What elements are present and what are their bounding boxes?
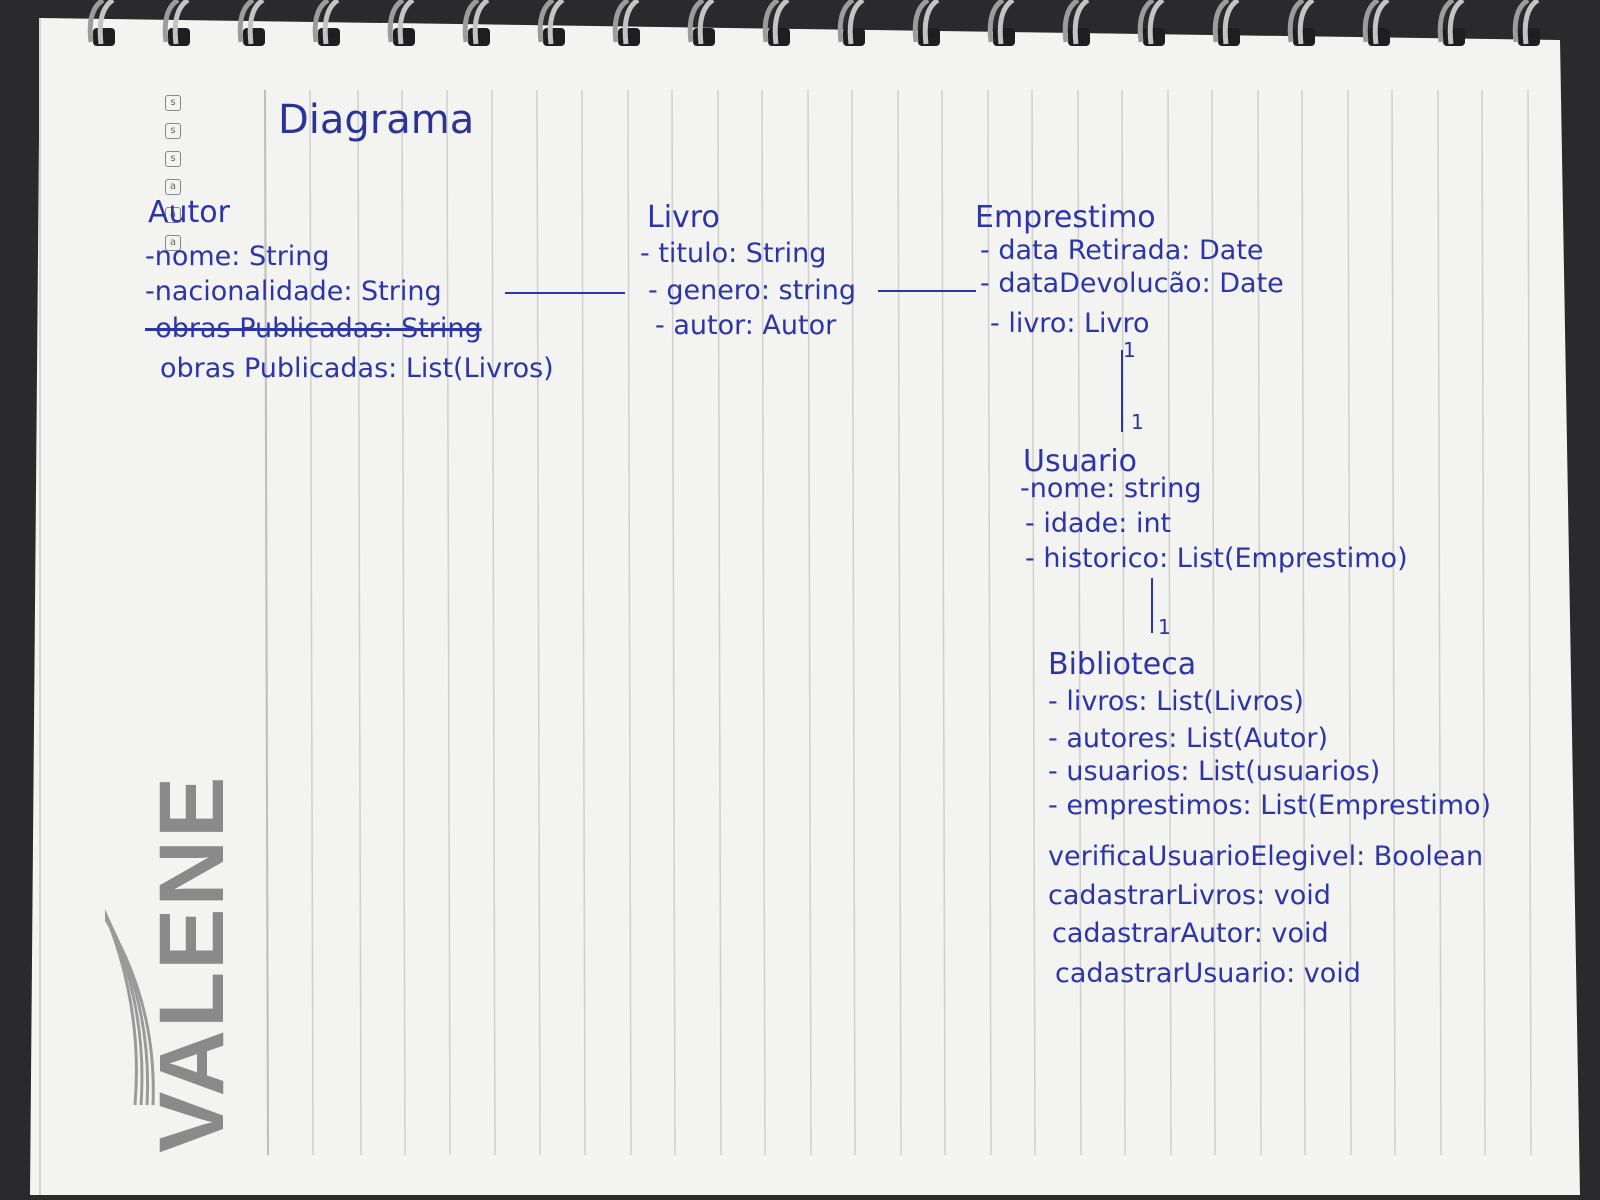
multiplicity-emprestimo: 1 xyxy=(1123,338,1136,362)
class-name-autor: Autor xyxy=(148,195,230,230)
rule-line xyxy=(807,89,812,1156)
biblioteca-method-verifica-usuario: verificaUsuarioElegivel: Boolean xyxy=(1048,841,1484,872)
multiplicity-biblioteca: 1 xyxy=(1158,615,1171,639)
class-name-livro: Livro xyxy=(647,200,720,235)
rule-line xyxy=(1167,89,1172,1156)
livro-attr-genero: - genero: string xyxy=(648,275,857,306)
spiral-ring xyxy=(1437,0,1465,46)
rule-line xyxy=(1121,89,1126,1156)
biblioteca-attr-livros: - livros: List(Livros) xyxy=(1048,686,1304,717)
rule-line xyxy=(717,89,722,1156)
rule-line xyxy=(671,89,676,1156)
spiral-ring xyxy=(1287,0,1315,46)
margin-mark: a xyxy=(165,207,181,223)
class-name-emprestimo: Emprestimo xyxy=(975,200,1156,235)
rule-line xyxy=(1347,89,1352,1156)
rule-line xyxy=(1391,89,1396,1156)
rule-line xyxy=(941,89,946,1156)
association-emprestimo-usuario xyxy=(1121,350,1123,432)
usuario-attr-historico: - historico: List(Emprestimo) xyxy=(1025,543,1408,574)
spiral-ring xyxy=(462,0,490,46)
rule-line xyxy=(1481,89,1486,1156)
autor-attr-obras-struck: -obras Publicadas: String xyxy=(145,313,482,344)
vertical-rule-lines xyxy=(264,89,1532,1156)
class-name-usuario: Usuario xyxy=(1023,444,1138,479)
spiral-ring xyxy=(687,0,715,46)
rule-line xyxy=(401,89,406,1156)
autor-attr-obras-corrected: obras Publicadas: List(Livros) xyxy=(160,353,554,384)
spiral-ring xyxy=(312,0,340,46)
rule-line xyxy=(627,89,632,1156)
rule-line xyxy=(446,89,451,1156)
livro-attr-titulo: - titulo: String xyxy=(640,238,827,269)
rule-line xyxy=(1257,89,1262,1156)
spiral-ring xyxy=(87,0,115,46)
valenet-logo: VALENET xyxy=(105,775,243,1153)
spiral-ring xyxy=(237,0,265,46)
rule-line xyxy=(264,89,269,1156)
rule-line xyxy=(536,89,541,1156)
usuario-attr-idade: - idade: int xyxy=(1025,508,1172,539)
spiral-ring xyxy=(762,0,790,46)
emprestimo-attr-livro: - livro: Livro xyxy=(990,308,1150,339)
spiral-ring xyxy=(837,0,865,46)
spiral-ring xyxy=(1362,0,1390,46)
margin-mark: a xyxy=(165,235,181,251)
spiral-ring xyxy=(1512,0,1540,46)
rule-line xyxy=(897,89,902,1156)
margin-mark: a xyxy=(165,179,181,195)
rule-line xyxy=(1301,89,1306,1156)
biblioteca-attr-usuarios: - usuarios: List(usuarios) xyxy=(1048,756,1381,787)
biblioteca-method-cadastrar-livros: cadastrarLivros: void xyxy=(1048,880,1331,911)
spiral-ring xyxy=(912,0,940,46)
rule-line xyxy=(1437,89,1442,1156)
spiral-ring xyxy=(162,0,190,46)
margin-mark: s xyxy=(165,151,181,167)
biblioteca-method-cadastrar-usuario: cadastrarUsuario: void xyxy=(1055,958,1361,989)
autor-attr-nacionalidade: -nacionalidade: String xyxy=(145,276,442,307)
spiral-ring xyxy=(612,0,640,46)
multiplicity-usuario: 1 xyxy=(1131,410,1144,434)
association-autor-livro xyxy=(505,292,625,294)
spiral-ring xyxy=(987,0,1015,46)
biblioteca-attr-emprestimos: - emprestimos: List(Emprestimo) xyxy=(1048,790,1492,821)
emprestimo-attr-data-devolucao: - dataDevolucão: Date xyxy=(980,268,1284,299)
rule-line xyxy=(309,89,314,1156)
diagram-title: Diagrama xyxy=(278,97,475,143)
rule-line xyxy=(851,89,856,1156)
logo-wave-icon xyxy=(105,909,155,1106)
spiral-binding xyxy=(87,0,1540,46)
rule-line xyxy=(1527,89,1532,1156)
rule-line xyxy=(1211,89,1216,1156)
rule-line xyxy=(761,89,766,1156)
association-usuario-biblioteca xyxy=(1151,578,1153,633)
autor-attr-nome: -nome: String xyxy=(145,241,330,272)
livro-attr-autor: - autor: Autor xyxy=(655,310,837,341)
spiral-ring xyxy=(1137,0,1165,46)
spiral-ring xyxy=(387,0,415,46)
class-name-biblioteca: Biblioteca xyxy=(1048,647,1197,682)
rule-line xyxy=(491,89,496,1156)
rule-line xyxy=(581,89,586,1156)
association-livro-emprestimo xyxy=(878,290,976,292)
usuario-attr-nome: -nome: string xyxy=(1020,473,1202,504)
brand-name: VALENET xyxy=(141,775,243,1153)
spiral-ring xyxy=(537,0,565,46)
biblioteca-attr-autores: - autores: List(Autor) xyxy=(1048,723,1329,754)
rule-line xyxy=(1077,89,1082,1156)
emprestimo-attr-data-retirada: - data Retirada: Date xyxy=(980,235,1264,266)
spiral-ring xyxy=(1062,0,1090,46)
margin-mark: s xyxy=(165,123,181,139)
spiral-ring xyxy=(1212,0,1240,46)
margin-mark: s xyxy=(165,95,181,111)
rule-line xyxy=(1031,89,1036,1156)
rule-line xyxy=(357,89,362,1156)
rule-line xyxy=(987,89,992,1156)
biblioteca-method-cadastrar-autor: cadastrarAutor: void xyxy=(1052,918,1329,949)
